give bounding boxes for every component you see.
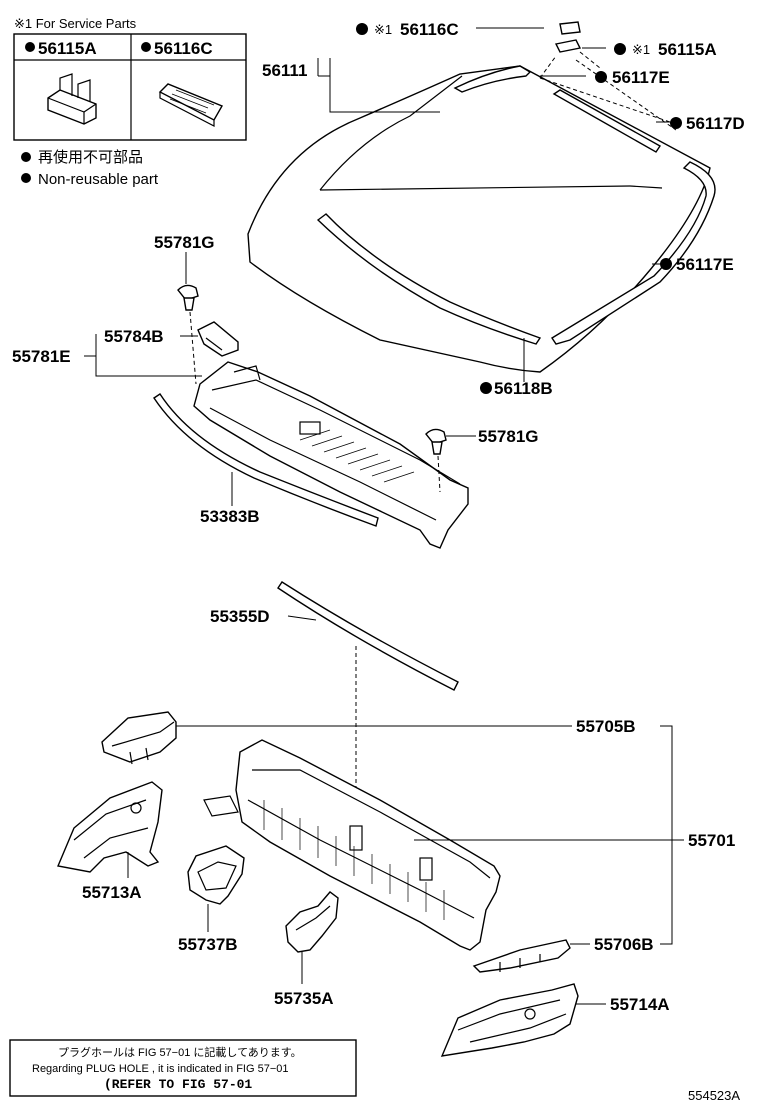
callout-55706B[interactable]: 55706B — [594, 935, 654, 954]
service-parts-header: ※1 For Service Parts — [14, 16, 137, 31]
callout-55714A[interactable]: 55714A — [610, 995, 670, 1014]
non-reusable-dot-icon — [595, 71, 607, 83]
service-parts-box: ※1 For Service Parts 56115A 56116C — [13, 16, 247, 141]
bracket-55706B — [472, 939, 571, 973]
callout-56115A[interactable]: 56115A — [658, 40, 717, 59]
non-reusable-dot-icon — [141, 42, 151, 52]
non-reusable-dot-icon — [356, 23, 368, 35]
callout-56117E-top[interactable]: 56117E — [612, 68, 670, 87]
callout-55713A[interactable]: 55713A — [82, 883, 142, 902]
service-mark: ※1 — [374, 22, 392, 37]
non-reusable-dot-icon — [25, 42, 35, 52]
cowl-panel-55701 — [203, 739, 501, 951]
callout-55737B[interactable]: 55737B — [178, 935, 238, 954]
callout-55701[interactable]: 55701 — [688, 831, 735, 850]
clip-55781G-left — [177, 284, 199, 385]
callout-53383B[interactable]: 53383B — [200, 507, 260, 526]
bracket-55784B — [197, 321, 239, 357]
callout-56118B[interactable]: 56118B — [494, 379, 553, 398]
panel-55735A — [285, 891, 339, 953]
non-reusable-dot-icon — [660, 258, 672, 270]
legend-jp: 再使用不可部品 — [38, 149, 143, 166]
note-en: Regarding PLUG HOLE , it is indicated in… — [32, 1063, 289, 1075]
cowl-louver-55781E — [193, 361, 469, 549]
service-part-56115A-label[interactable]: 56115A — [38, 39, 97, 58]
callout-56117D[interactable]: 56117D — [686, 114, 745, 133]
non-reusable-dot-icon — [614, 43, 626, 55]
figure-id: 554523A — [688, 1088, 740, 1103]
leader-lines — [84, 27, 684, 1005]
callout-56111[interactable]: 56111 — [262, 61, 307, 80]
callouts: ※1 56116C ※1 56115A 56111 56117E 56117D … — [12, 20, 745, 1014]
non-reusable-dot-icon — [670, 117, 682, 129]
panel-55737B — [187, 845, 245, 905]
panel-55713A — [57, 781, 163, 873]
note-ref[interactable]: (REFER TO FIG 57-01 — [104, 1077, 252, 1092]
panel-55714A — [440, 983, 579, 1057]
callout-55781G-left[interactable]: 55781G — [154, 233, 215, 252]
legend-dot-icon — [21, 152, 31, 162]
legend: 再使用不可部品 Non-reusable part — [21, 149, 159, 188]
clip-56115A-drawing — [47, 73, 97, 125]
legend-en: Non-reusable part — [38, 171, 159, 188]
windshield-glass-56111 — [247, 21, 716, 373]
legend-dot-icon — [21, 173, 31, 183]
note-jp: プラグホールは FIG 57−01 に記載してあります。 — [58, 1045, 302, 1059]
callout-55781E[interactable]: 55781E — [12, 347, 71, 366]
plug-hole-note: プラグホールは FIG 57−01 に記載してあります。 Regarding P… — [9, 1039, 357, 1097]
service-mark: ※1 — [632, 42, 650, 57]
non-reusable-dot-icon — [480, 382, 492, 394]
seal-53383B — [153, 393, 379, 527]
callout-55781G-right[interactable]: 55781G — [478, 427, 539, 446]
clip-55781G-right — [425, 428, 447, 493]
bracket-55705B — [101, 711, 177, 765]
callout-55784B[interactable]: 55784B — [104, 327, 164, 346]
callout-55735A[interactable]: 55735A — [274, 989, 334, 1008]
callout-56116C[interactable]: 56116C — [400, 20, 459, 39]
callout-55355D[interactable]: 55355D — [210, 607, 270, 626]
service-part-56116C-label[interactable]: 56116C — [154, 39, 213, 58]
callout-56117E-side[interactable]: 56117E — [676, 255, 734, 274]
part-56116C-drawing — [158, 83, 224, 127]
callout-55705B[interactable]: 55705B — [576, 717, 636, 736]
